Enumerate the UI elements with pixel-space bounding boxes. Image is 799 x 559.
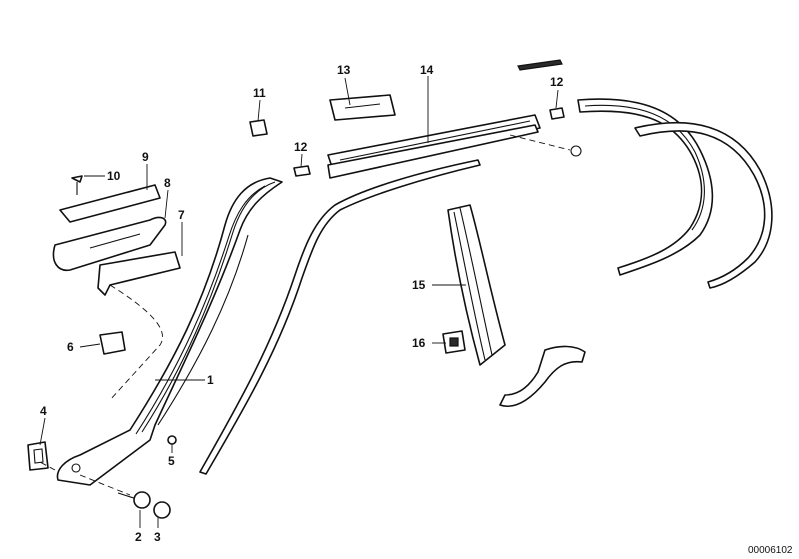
grommet-16	[442, 330, 466, 354]
small-strip-top	[517, 59, 563, 71]
leader-8	[164, 189, 169, 219]
plug-12-right	[549, 107, 565, 120]
dash-line-1	[109, 284, 163, 401]
screw-10	[71, 175, 83, 195]
clip-11	[249, 119, 268, 137]
dash-line-2	[79, 474, 131, 496]
callout-8: 8	[164, 176, 171, 190]
drip-rail-strip	[327, 114, 582, 179]
callout-6: 6	[67, 340, 74, 354]
callout-12b: 12	[550, 75, 564, 89]
callout-10: 10	[107, 169, 121, 183]
callout-15: 15	[412, 278, 426, 292]
callout-13: 13	[337, 63, 351, 77]
plug-12-left	[293, 165, 311, 177]
diagram-code: 00006102	[748, 545, 793, 556]
leader-12b	[555, 89, 559, 109]
callout-4: 4	[40, 404, 47, 418]
callout-7: 7	[178, 208, 185, 222]
leader-11	[257, 99, 261, 122]
kick-panel-9	[59, 184, 161, 223]
b-pillar-trim	[447, 204, 506, 366]
leader-12a	[300, 153, 303, 168]
rear-frame-seal-outer	[634, 122, 773, 289]
callout-11: 11	[253, 86, 266, 100]
rear-hook-trim	[499, 345, 586, 407]
roof-edge-seal	[199, 159, 481, 475]
dash-line-4	[39, 461, 56, 471]
callout-3: 3	[154, 530, 161, 544]
leader-13	[344, 77, 351, 106]
leader-4	[39, 417, 46, 446]
rear-frame-seal-inner	[577, 98, 714, 276]
clip-plate	[329, 94, 396, 121]
screw-5	[167, 435, 177, 445]
dash-line-3	[509, 134, 571, 151]
leader-6	[79, 343, 101, 348]
kick-panel-8	[52, 216, 167, 271]
a-pillar-trim	[56, 177, 283, 486]
clip-6	[99, 331, 126, 355]
callout-14: 14	[420, 63, 434, 77]
callout-2: 2	[135, 530, 142, 544]
callout-9: 9	[142, 150, 149, 164]
cap-3	[153, 501, 171, 519]
screw-2	[117, 491, 151, 509]
callout-1: 1	[207, 373, 214, 387]
bracket-4	[27, 441, 49, 471]
kick-panel-7	[97, 251, 181, 296]
callout-5: 5	[168, 454, 175, 468]
callout-16: 16	[412, 336, 426, 350]
callout-12a: 12	[294, 140, 308, 154]
